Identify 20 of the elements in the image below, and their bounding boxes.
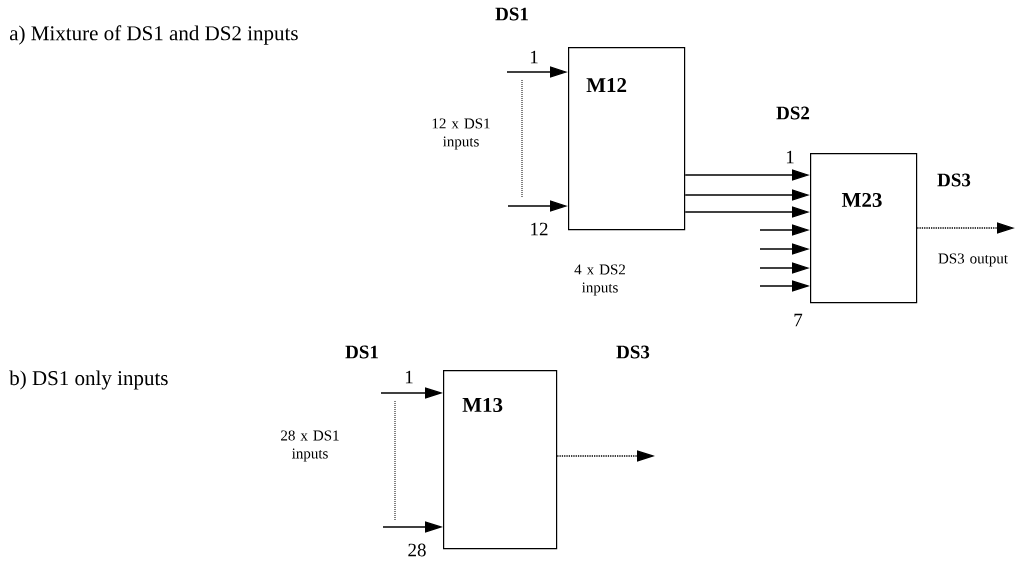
text-label: 4 x DS2 inputs (574, 264, 625, 296)
text-label: DS1 (345, 345, 378, 359)
text-label: DS3 (937, 173, 971, 187)
text-label: 1 (530, 50, 538, 64)
text-label: b) DS1 only inputs (9, 370, 168, 390)
text-label: DS3 output (938, 253, 1008, 267)
module-box: M23 (810, 153, 918, 304)
text-label: 1 (786, 150, 794, 164)
text-label: 28 x DS1 inputs (281, 430, 339, 462)
text-label: 28 (408, 543, 426, 557)
text-label: 12 (531, 222, 548, 236)
text-label: 12 x DS1 inputs (432, 118, 490, 150)
text-label: DS1 (495, 7, 528, 21)
text-label: 1 (405, 370, 413, 384)
module-box: M13 (443, 370, 558, 550)
text-label: 7 (794, 313, 803, 327)
text-label: DS3 (616, 345, 650, 359)
text-label: a) Mixture of DS1 and DS2 inputs (9, 25, 298, 45)
text-label: DS2 (776, 106, 810, 120)
module-box: M12 (568, 47, 686, 231)
